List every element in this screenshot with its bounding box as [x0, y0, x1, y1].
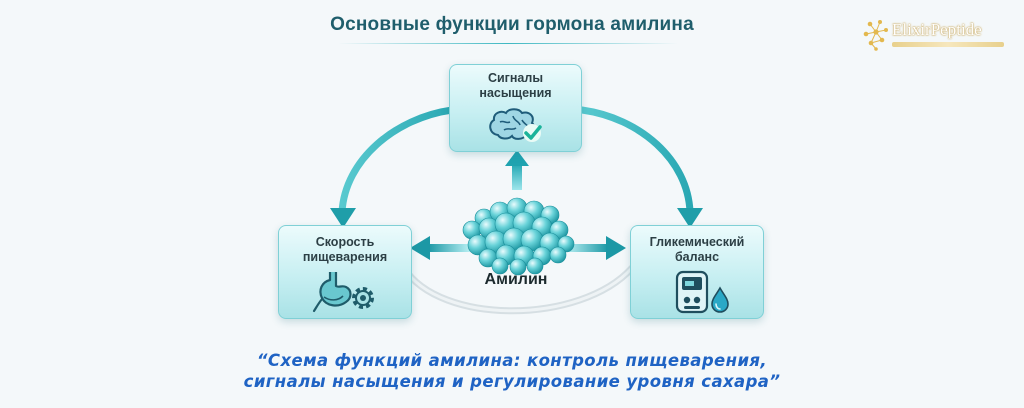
arrow-up-shaft — [512, 164, 522, 190]
stomach-gear-icon — [312, 272, 374, 313]
amylin-molecule-icon — [462, 197, 575, 276]
arrowhead-to-glycemic — [677, 208, 703, 228]
node-digestion-label-1: Скорость — [315, 235, 375, 249]
title-underline — [338, 43, 678, 44]
node-satiety-label-2: насыщения — [479, 86, 552, 100]
amylin-bead — [491, 257, 509, 275]
page-title: Основные функции гормона амилина — [330, 14, 694, 35]
node-glycemic-label-2: баланс — [674, 250, 720, 264]
logo-tagline-bar — [892, 42, 1004, 47]
caption-line-2: сигналы насыщения и регулирование уровня… — [243, 372, 781, 391]
node-digestion-speed: Скорость пищеварения — [278, 225, 412, 319]
arrow-left-head — [410, 236, 430, 260]
brand-logo: ElixirPeptide — [862, 18, 1012, 52]
arrow-up-head — [505, 150, 529, 166]
node-glycemic-balance: Гликемический баланс — [630, 225, 764, 319]
arc-arrow-to-digestion — [338, 106, 456, 216]
node-glycemic-label-1: Гликемический — [649, 235, 745, 249]
amylin-bead — [526, 257, 544, 275]
arrow-left-shaft — [428, 244, 470, 252]
amylin-label: Амилин — [484, 271, 548, 288]
caption-line-1: “Схема функций амилина: контроль пищевар… — [256, 351, 768, 370]
node-satiety-label-1: Сигналы — [487, 71, 544, 85]
amylin-bead — [509, 258, 527, 276]
glucometer-drop-icon — [675, 270, 729, 314]
brain-check-icon — [489, 108, 542, 142]
arrowhead-to-digestion — [330, 208, 356, 228]
node-satiety-signals: Сигналы насыщения — [449, 64, 582, 152]
node-digestion-label-2: пищеварения — [302, 250, 388, 264]
arrow-right-shaft — [566, 244, 608, 252]
amylin-bead — [549, 246, 567, 264]
arc-arrow-to-glycemic — [578, 106, 694, 216]
caption: “Схема функций амилина: контроль пищевар… — [0, 350, 1024, 392]
arrow-right-head — [606, 236, 626, 260]
hexagon-logo-icon — [863, 20, 888, 51]
logo-name: ElixirPeptide — [892, 20, 982, 39]
